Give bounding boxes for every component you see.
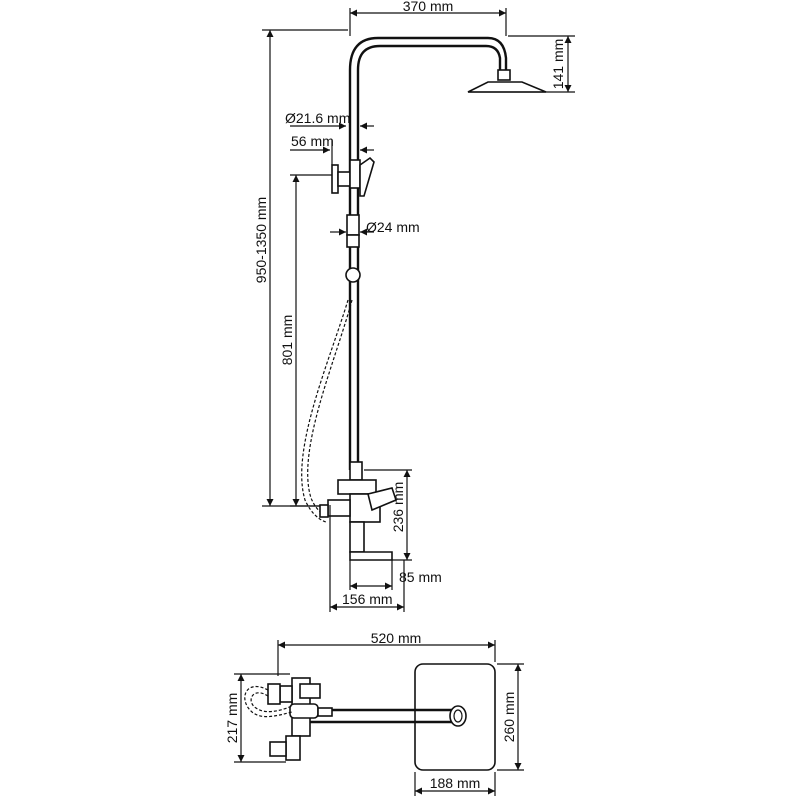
dim-rail-diameter: Ø24 mm bbox=[330, 219, 420, 236]
label-mixer-height: 236 mm bbox=[390, 482, 406, 533]
shower-head bbox=[467, 69, 547, 93]
label-head-size: 260 mm bbox=[501, 692, 517, 743]
dim-mixer-depth: 156 mm bbox=[329, 505, 405, 612]
label-head-width: 188 mm bbox=[430, 775, 481, 791]
dim-head-width: 188 mm bbox=[414, 772, 496, 796]
dim-top-depth: 217 mm bbox=[224, 673, 290, 763]
label-arm-length: 370 mm bbox=[403, 0, 454, 14]
dim-pipe-diameter: Ø21.6 mm bbox=[285, 110, 374, 130]
slide-holder bbox=[345, 214, 361, 283]
top-hose bbox=[244, 685, 293, 718]
mixer-body bbox=[319, 461, 397, 561]
dim-head-size: 260 mm bbox=[497, 663, 524, 771]
dim-top-width: 520 mm bbox=[277, 630, 496, 676]
label-total-height: 950-1350 mm bbox=[253, 197, 269, 283]
dim-spout-depth: 85 mm bbox=[349, 560, 442, 590]
label-rail-diameter: Ø24 mm bbox=[366, 219, 420, 235]
dim-arm-length: 370 mm bbox=[349, 0, 507, 36]
dim-total-height: 950-1350 mm bbox=[253, 29, 348, 507]
wall-bracket-upper bbox=[331, 156, 375, 197]
top-view: 520 mm 217 mm 260 mm 188 mm bbox=[224, 630, 524, 796]
label-mixer-depth: 156 mm bbox=[342, 591, 393, 607]
dim-head-height: 141 mm bbox=[508, 35, 575, 93]
shower-arm bbox=[348, 36, 508, 72]
label-head-height: 141 mm bbox=[550, 39, 566, 90]
label-top-width: 520 mm bbox=[371, 630, 422, 646]
side-view: 370 mm 141 mm Ø21.6 mm 56 mm Ø24 mm bbox=[253, 0, 575, 612]
dim-wall-offset: 56 mm bbox=[290, 133, 374, 165]
label-spout-depth: 85 mm bbox=[399, 569, 442, 585]
shower-hose bbox=[301, 299, 349, 523]
label-slide-height: 801 mm bbox=[279, 315, 295, 366]
label-wall-offset: 56 mm bbox=[291, 133, 334, 149]
top-mixer bbox=[267, 677, 333, 761]
label-top-depth: 217 mm bbox=[224, 693, 240, 744]
dim-slide-height: 801 mm bbox=[279, 174, 332, 507]
label-pipe-diameter: Ø21.6 mm bbox=[285, 110, 350, 126]
dim-mixer-height: 236 mm bbox=[364, 469, 412, 561]
